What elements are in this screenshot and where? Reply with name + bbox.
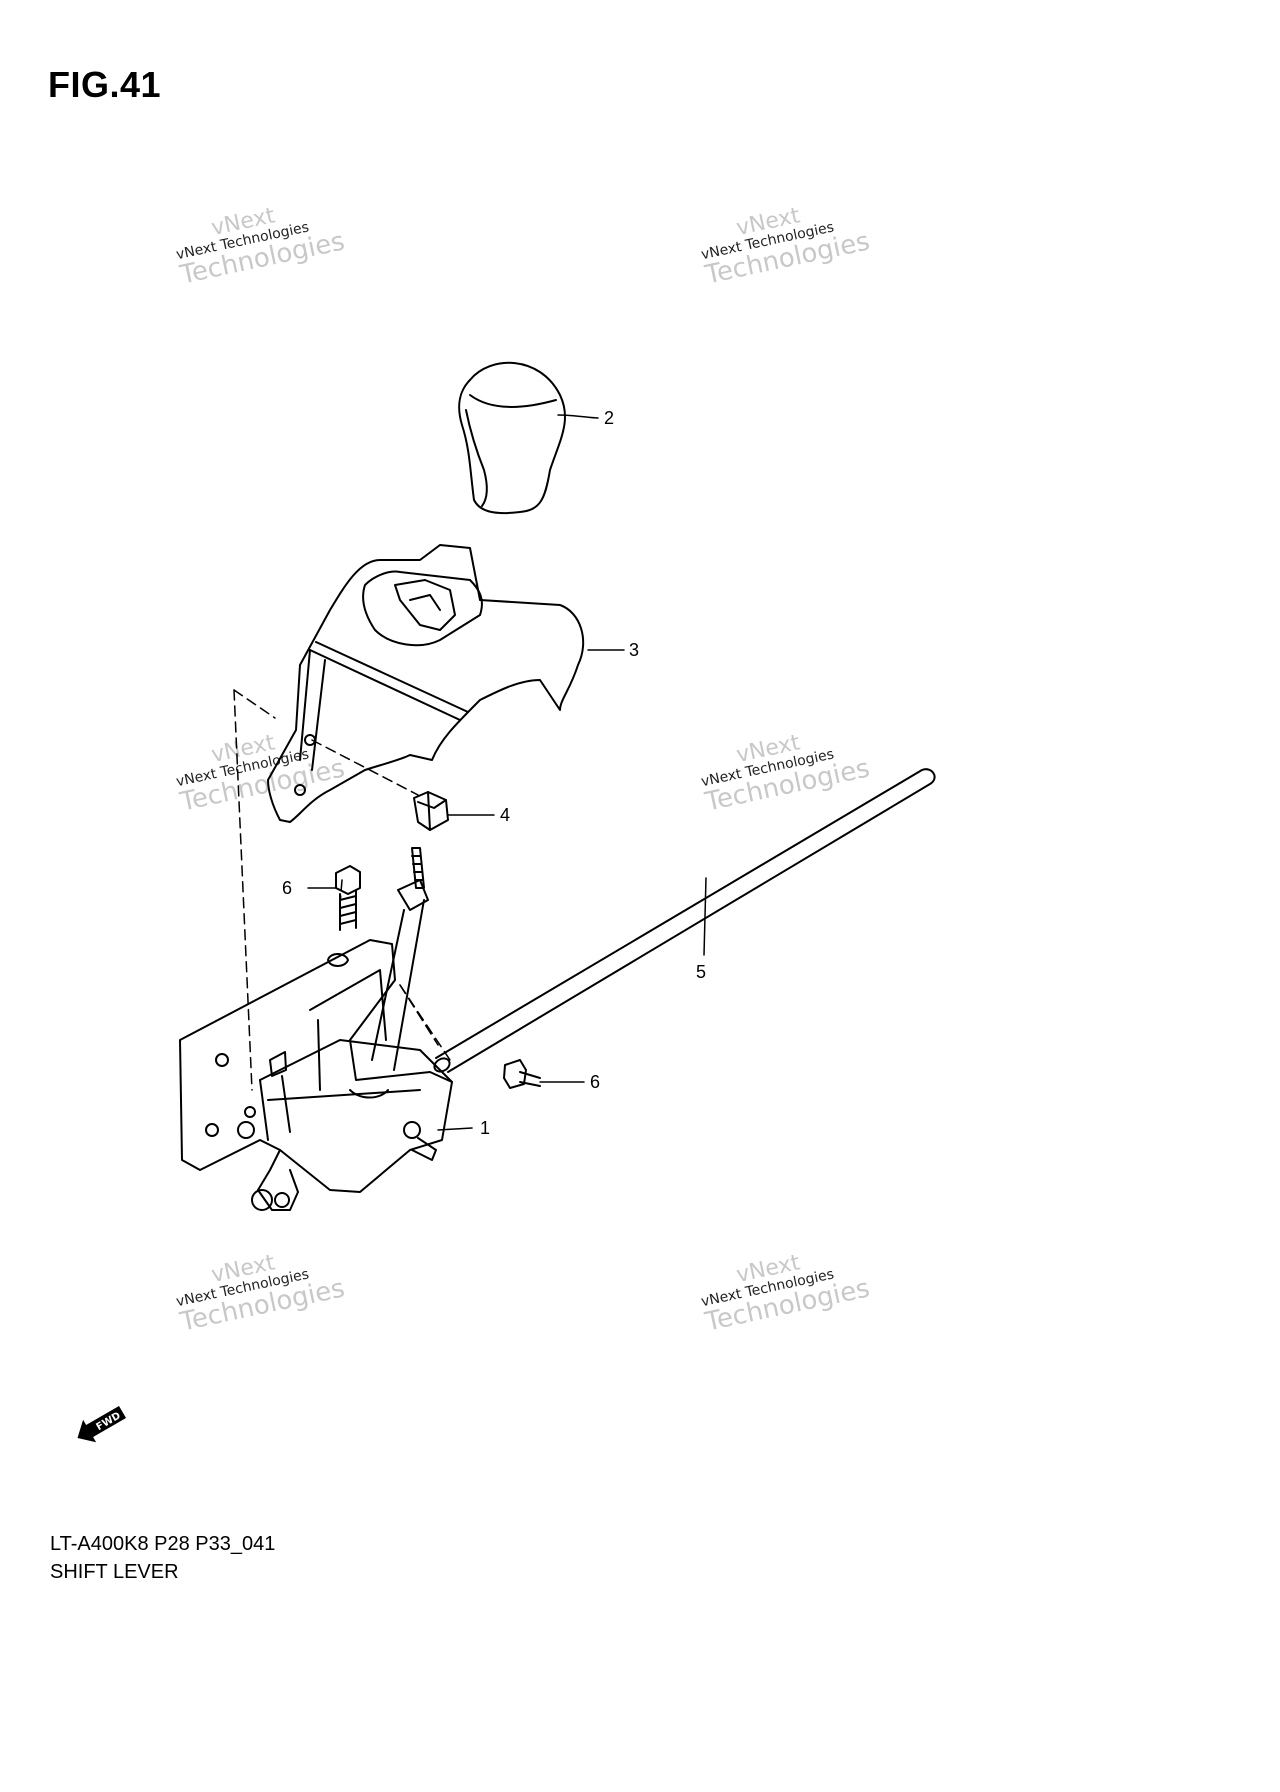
callout-4: 4 [500, 805, 510, 825]
part-lever-rod [371, 847, 429, 1071]
callout-3: 3 [629, 640, 639, 660]
figure-title: FIG.41 [48, 64, 162, 105]
part-knob [458, 361, 567, 515]
callout-leaders [307, 414, 707, 1131]
callout-6-upper: 6 [282, 878, 292, 898]
part-bolt-upper [327, 865, 361, 967]
fwd-arrow-icon: FWD [77, 1405, 127, 1443]
callout-6-lower: 6 [590, 1072, 600, 1092]
model-code: LT-A400K8 P28 P33_041 [50, 1533, 276, 1555]
part-cover [267, 544, 585, 823]
part-bolt-lower [503, 1059, 541, 1089]
callout-2: 2 [604, 408, 614, 428]
callout-1: 1 [480, 1118, 490, 1138]
part-rod [433, 768, 936, 1073]
part-screw-small [413, 791, 449, 831]
assembly-guide-lines [233, 689, 451, 1091]
callout-5: 5 [696, 962, 706, 982]
part-shift-bracket [179, 939, 453, 1211]
figure-caption: SHIFT LEVER [50, 1561, 179, 1583]
figure-footer: LT-A400K8 P28 P33_041 SHIFT LEVER [50, 1530, 275, 1586]
